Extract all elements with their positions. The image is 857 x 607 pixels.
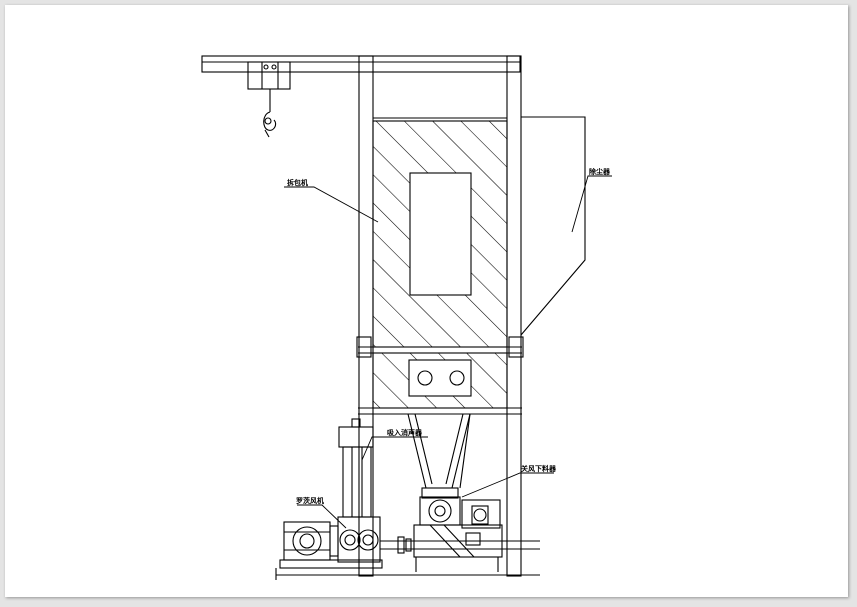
label-suction-silencer: 吸入消声器: [387, 428, 423, 437]
label-dust-collector: 除尘器: [589, 167, 611, 176]
roots-blower: [279, 516, 383, 569]
label-roots-blower: 罗茨风机: [296, 496, 324, 505]
leader-lines: [284, 175, 612, 529]
bag-unloader-body: [356, 120, 524, 415]
label-bag-unloader: 拆包机: [287, 178, 308, 187]
label-rotary-valve: 关风下料器: [521, 464, 557, 473]
discharge-funnel: [407, 413, 471, 499]
hoist-icon: [247, 61, 291, 138]
dust-collector-body: [520, 116, 586, 336]
suction-silencer: [338, 418, 374, 518]
rotary-valve: [413, 496, 503, 572]
crane-rail: [201, 55, 521, 73]
conveying-pipe: [380, 536, 540, 554]
